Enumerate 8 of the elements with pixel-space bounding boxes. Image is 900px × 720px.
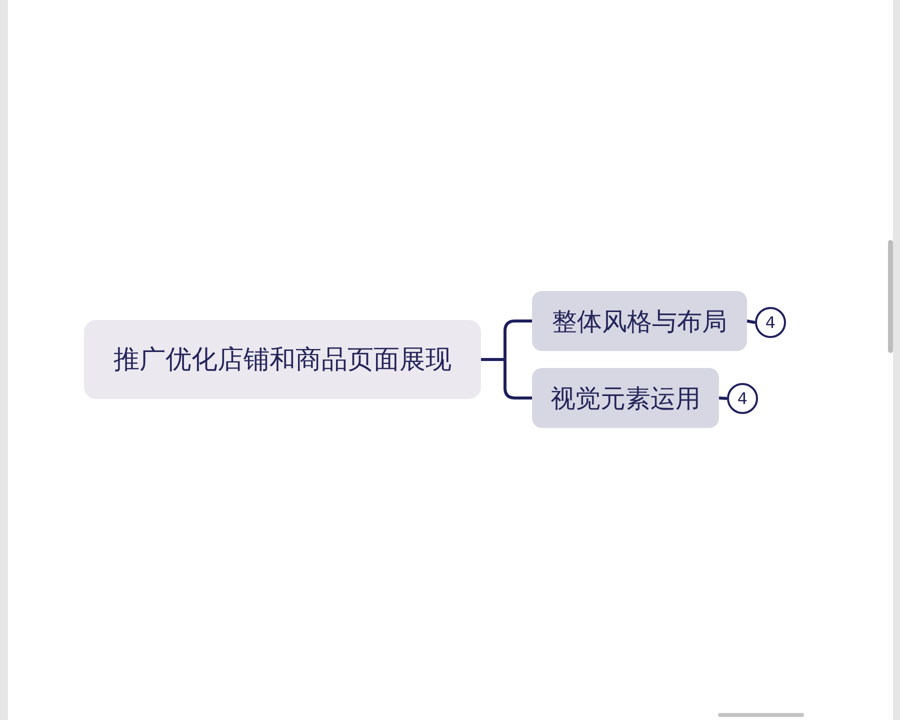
- root-topic-box: 推广优化店铺和商品页面展现: [84, 320, 481, 399]
- connector-line: [746, 320, 756, 324]
- subtopic-box: 整体风格与布局: [532, 291, 747, 351]
- collapsed-count-badge: 4: [727, 383, 758, 414]
- connector-line: [481, 358, 532, 400]
- subtopic-box: 视觉元素运用: [532, 368, 719, 428]
- connector-line: [718, 396, 728, 400]
- collapsed-count-badge: 4: [755, 307, 786, 338]
